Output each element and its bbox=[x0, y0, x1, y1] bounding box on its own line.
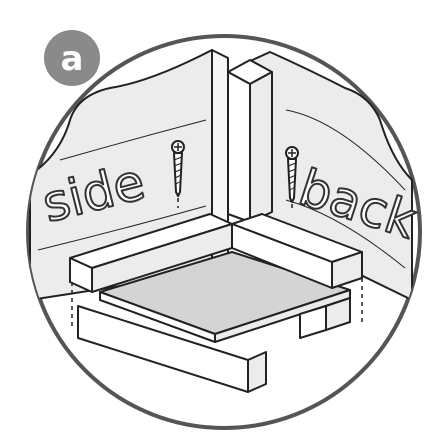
step-badge: a bbox=[44, 30, 100, 86]
step-badge-label: a bbox=[61, 39, 84, 79]
corner-post bbox=[228, 60, 272, 222]
